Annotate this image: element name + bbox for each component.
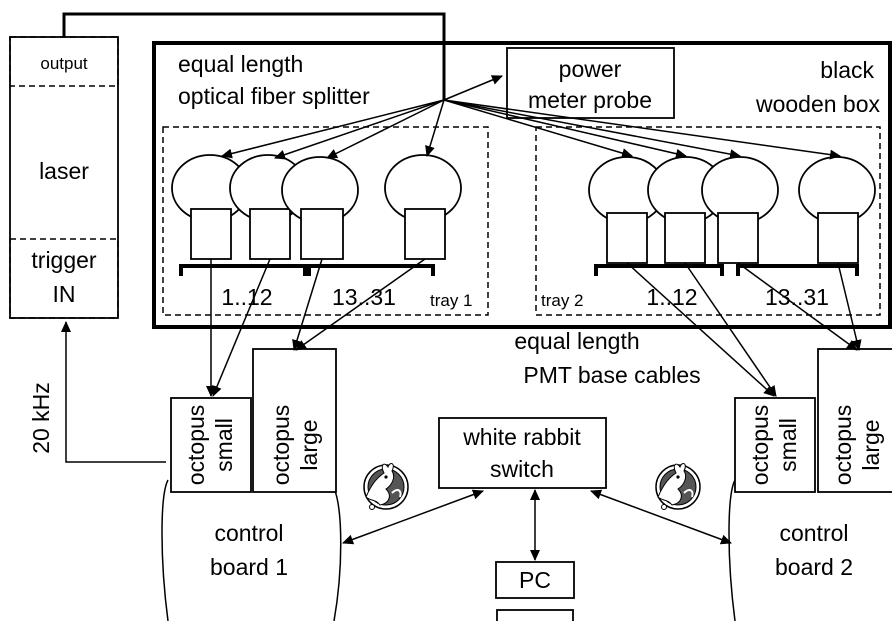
pmt bbox=[647, 156, 725, 264]
pc: PC bbox=[495, 561, 575, 621]
control-board-1: control board 1 bbox=[161, 479, 342, 621]
power-meter-label-line2: meter probe bbox=[528, 87, 652, 113]
octopus-large-2-label-line2: large bbox=[858, 419, 884, 470]
frequency-label: 20 kHz bbox=[28, 382, 54, 454]
switch-label-line1: white rabbit bbox=[462, 424, 581, 450]
pmt-tray-1: 1..12 13..31 bbox=[171, 154, 462, 310]
octopus-small-2-label-line1: octopus bbox=[747, 405, 773, 486]
network-links bbox=[342, 489, 732, 561]
switch-label-line2: switch bbox=[490, 456, 554, 482]
octopus-small-1-label-line2: small bbox=[211, 418, 237, 472]
tray-2-label: tray 2 bbox=[541, 291, 584, 310]
white-rabbit-switch: white rabbit switch bbox=[438, 417, 607, 489]
pmt bbox=[798, 156, 876, 264]
octopus-large-1: octopus large bbox=[252, 348, 337, 493]
octopus-large-1-label-line1: octopus bbox=[268, 405, 294, 486]
control-board-2-label-line2: board 2 bbox=[775, 554, 853, 580]
octopus-small-2: octopus small bbox=[734, 397, 816, 493]
power-meter-probe: power meter probe bbox=[506, 47, 675, 119]
tray-1-group-large-label: 13..31 bbox=[332, 284, 396, 310]
octopus-small-1-label-line1: octopus bbox=[183, 405, 209, 486]
splitter-fibers bbox=[221, 75, 841, 160]
trigger-line: 20 kHz bbox=[28, 321, 166, 463]
laser-trigger-port bbox=[9, 238, 119, 319]
octopus-large-1-label-line2: large bbox=[296, 419, 322, 470]
black-box-label-line1: black bbox=[820, 57, 874, 83]
pmt-base-cables bbox=[206, 258, 862, 397]
laser-trigger-label-line1: trigger bbox=[31, 247, 97, 273]
tray-1: tray 1 bbox=[162, 126, 489, 316]
white-rabbit-logo-icon bbox=[363, 462, 409, 511]
laser-unit: output laser trigger IN bbox=[9, 36, 119, 319]
control-board-2-label-line1: control bbox=[779, 520, 848, 546]
black-wooden-box: black wooden box bbox=[152, 41, 892, 329]
tray-1-label: tray 1 bbox=[430, 291, 473, 310]
laser-output-label: output bbox=[40, 54, 88, 73]
octopus-large-2: octopus large bbox=[817, 348, 892, 493]
pmt bbox=[171, 154, 249, 260]
laser-trigger-label-line2: IN bbox=[53, 281, 76, 307]
control-board-1-label-line2: board 1 bbox=[210, 554, 288, 580]
tray-1-group-small-label: 1..12 bbox=[221, 284, 272, 310]
pmt bbox=[701, 156, 779, 264]
tray-2: tray 2 bbox=[535, 126, 881, 316]
splitter-label-line2: optical fiber splitter bbox=[178, 83, 370, 109]
white-rabbit-logo-icon bbox=[655, 462, 701, 511]
pmt bbox=[281, 156, 359, 260]
pc-label: PC bbox=[519, 567, 551, 593]
octopus-large-2-label-line1: octopus bbox=[830, 405, 856, 486]
pmt bbox=[588, 156, 666, 264]
control-board-2: control board 2 bbox=[728, 479, 853, 621]
cables-label-line1: equal length bbox=[514, 328, 639, 354]
black-box-label-line2: wooden box bbox=[755, 91, 881, 117]
power-meter-label-line1: power bbox=[559, 56, 622, 82]
octopus-small-2-label-line2: small bbox=[775, 418, 801, 472]
pmt-tray-2: 1..12 13..31 bbox=[588, 156, 876, 310]
splitter-label-line1: equal length bbox=[178, 51, 303, 77]
pmt bbox=[384, 154, 462, 260]
laser-fiber-line bbox=[62, 12, 446, 100]
cables-label-line2: PMT base cables bbox=[523, 362, 700, 388]
octopus-small-1: octopus small bbox=[170, 397, 252, 493]
laser-label: laser bbox=[39, 158, 89, 184]
control-board-1-label-line1: control bbox=[214, 520, 283, 546]
